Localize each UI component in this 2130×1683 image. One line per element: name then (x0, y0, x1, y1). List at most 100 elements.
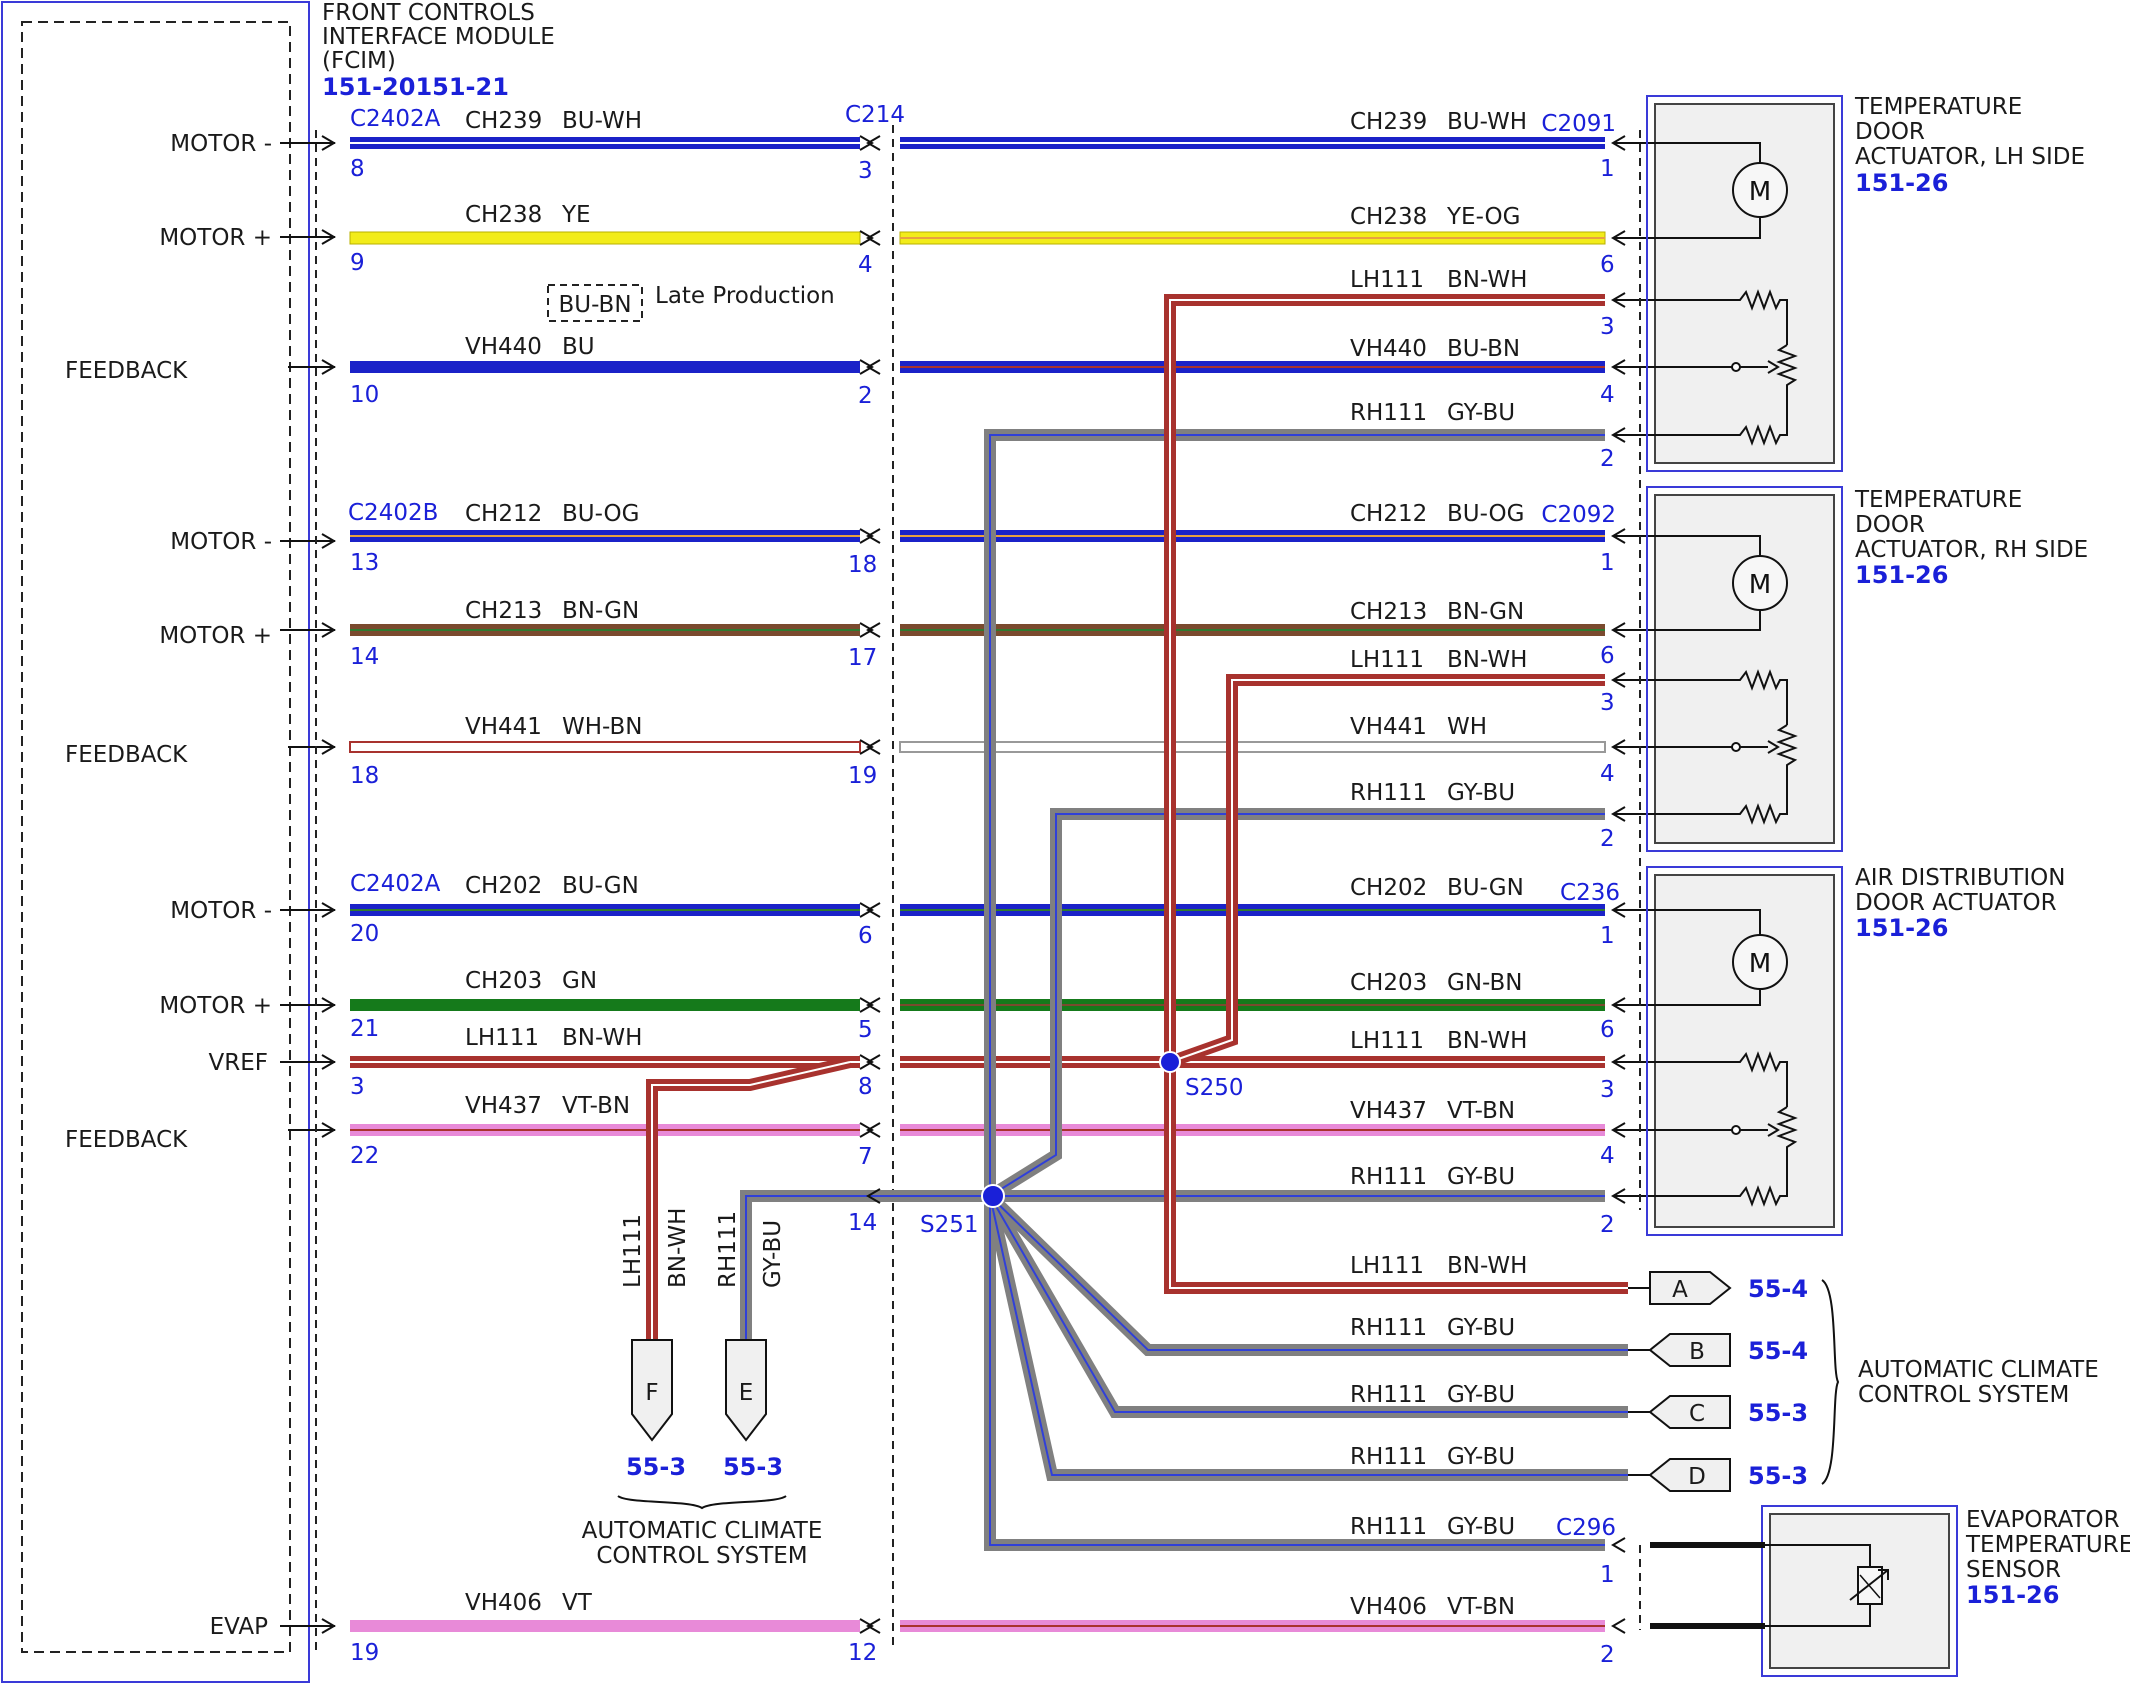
offpage-connector-c[interactable]: C 55-3 (1628, 1395, 1808, 1429)
connector-c214[interactable]: C214 (845, 102, 905, 128)
wire-label-circuit: LH111 (465, 1025, 539, 1051)
thermistor-icon (1650, 1542, 1889, 1629)
pin-number: 14 (350, 644, 379, 670)
wire-vh441-right[interactable] (899, 741, 1606, 753)
offpage-letter: F (645, 1380, 658, 1406)
component-ref[interactable]: 151-26 (1855, 914, 1948, 942)
offpage-connector-d[interactable]: D 55-3 (1628, 1458, 1808, 1492)
pin-label-motor-plus: MOTOR + (159, 993, 272, 1019)
offpage-connector-a[interactable]: A 55-4 (1628, 1271, 1808, 1305)
pin-number: 17 (848, 645, 877, 671)
connector-c2402a[interactable]: C2402A (350, 871, 441, 897)
wire-label-circuit: CH202 (1350, 875, 1427, 901)
wire-label-circuit: RH111 (1350, 780, 1427, 806)
pin-number: 14 (848, 1210, 877, 1236)
pin-number: 1 (1600, 923, 1615, 949)
wire-label-circuit: CH238 (465, 202, 542, 228)
pin-number: 1 (1600, 1562, 1615, 1588)
offpage-connector-e[interactable]: E 55-3 (723, 1339, 783, 1481)
motor-icon: M (1732, 555, 1788, 611)
air-distribution-actuator[interactable] (1646, 866, 1843, 1236)
fcim-inner-outline (21, 21, 291, 1653)
wire-label-circuit: VH437 (465, 1093, 542, 1119)
left-wire-labels: CH239 BU-WH CH238 YE VH440 BU CH212 BU-O… (465, 108, 643, 1616)
pin-number: 19 (350, 1640, 379, 1666)
wire-label-color: BU-GN (562, 873, 639, 899)
wire-label-circuit: RH111 (1350, 1164, 1427, 1190)
wire-vh441-left[interactable] (349, 741, 861, 753)
offpage-ref[interactable]: 55-3 (626, 1453, 686, 1481)
wire-label-color: BU-WH (562, 108, 642, 134)
splice-s251[interactable] (981, 1184, 1005, 1208)
wire-ch238-left[interactable] (349, 231, 861, 245)
wire-label-color: BN-WH (562, 1025, 642, 1051)
pin-number: 3 (858, 158, 873, 184)
wire-label-circuit: VH441 (1350, 714, 1427, 740)
right-wire-labels: CH239 BU-WH 1 CH238 YE-OG 6 LH111 BN-WH … (1350, 109, 1615, 1668)
right-wires (899, 137, 1606, 1632)
component-ref[interactable]: 151-26 (1966, 1581, 2059, 1609)
rh-actuator-body (1654, 494, 1835, 844)
fcim-title-3: (FCIM) (322, 48, 396, 74)
connector-c296[interactable]: C296 (1556, 1515, 1616, 1541)
pin-number: 2 (1600, 1212, 1615, 1238)
offpage-ref[interactable]: 55-4 (1748, 1275, 1808, 1303)
pin-label-motor-minus: MOTOR - (170, 898, 272, 924)
wire-label-circuit: LH111 (1350, 647, 1424, 673)
wire-label-circuit: RH111 (1350, 1444, 1427, 1470)
system-label: AUTOMATIC CLIMATE (582, 1518, 823, 1544)
system-label: CONTROL SYSTEM (596, 1543, 807, 1569)
pin-label-evap: EVAP (210, 1614, 269, 1640)
offpage-letter: C (1689, 1401, 1705, 1427)
air-actuator-outline (1646, 866, 1843, 1236)
wiper-dots (1731, 362, 1741, 1135)
wire-label-circuit: LH111 (620, 1214, 646, 1288)
offpage-ref[interactable]: 55-3 (1748, 1399, 1808, 1427)
wire-label-circuit: RH111 (1350, 1382, 1427, 1408)
late-production-note: BU-BN Late Production (547, 283, 835, 322)
pin-label-motor-plus: MOTOR + (159, 623, 272, 649)
offpage-ref[interactable]: 55-3 (1748, 1462, 1808, 1490)
wire-label-circuit: RH111 (1350, 1315, 1427, 1341)
fcim-title-2: INTERFACE MODULE (322, 24, 555, 50)
offpage-connector-f[interactable]: F 55-3 (626, 1339, 686, 1481)
air-actuator-body (1654, 874, 1835, 1228)
offpage-connector-b[interactable]: B 55-4 (1628, 1333, 1808, 1367)
splice-s250[interactable] (1159, 1051, 1181, 1073)
fcim-ref[interactable]: 151-20151-21 (322, 73, 509, 101)
pin-number: 3 (1600, 314, 1615, 340)
component-label: DOOR ACTUATOR (1855, 890, 2057, 916)
offpage-ref[interactable]: 55-3 (723, 1453, 783, 1481)
splice-s251-label: S251 (920, 1212, 979, 1238)
connector-c236[interactable]: C236 (1560, 880, 1620, 906)
wire-ch203-left[interactable] (350, 999, 860, 1011)
offpage-right: A 55-4 B 55-4 C 55-3 D 55-3 AUTOMATIC CL… (1628, 1271, 2099, 1492)
connector-c2402b[interactable]: C2402B (348, 500, 438, 526)
wire-label-circuit: RH111 (1350, 400, 1427, 426)
pin-number: 6 (1600, 643, 1615, 669)
pin-number: 13 (350, 550, 379, 576)
pin-number: 18 (848, 552, 877, 578)
connector-c2091[interactable]: C2091 (1541, 111, 1616, 137)
wire-label-circuit: CH213 (1350, 599, 1427, 625)
pin-number: 10 (350, 382, 379, 408)
wire-label-circuit: CH212 (465, 501, 542, 527)
pin-number: 3 (350, 1074, 365, 1100)
connector-c2092[interactable]: C2092 (1541, 502, 1616, 528)
component-label: EVAPORATOR (1966, 1507, 2120, 1533)
wire-vh440-left[interactable] (350, 361, 860, 373)
pin-label-motor-minus: MOTOR - (170, 529, 272, 555)
rh-actuator[interactable] (1646, 486, 1843, 852)
component-ref[interactable]: 151-26 (1855, 169, 1948, 197)
offpage-ref[interactable]: 55-4 (1748, 1337, 1808, 1365)
lh-actuator[interactable] (1646, 95, 1843, 472)
connector-c2402a[interactable]: C2402A (350, 106, 441, 132)
wire-label-color: BN-GN (562, 598, 639, 624)
component-ref[interactable]: 151-26 (1855, 561, 1948, 589)
fcim-title-1: FRONT CONTROLS (322, 0, 535, 26)
wire-vh406-left[interactable] (350, 1620, 860, 1632)
wire-label-color: GY-BU (1447, 780, 1515, 806)
wire-label-circuit: VH406 (1350, 1594, 1427, 1620)
